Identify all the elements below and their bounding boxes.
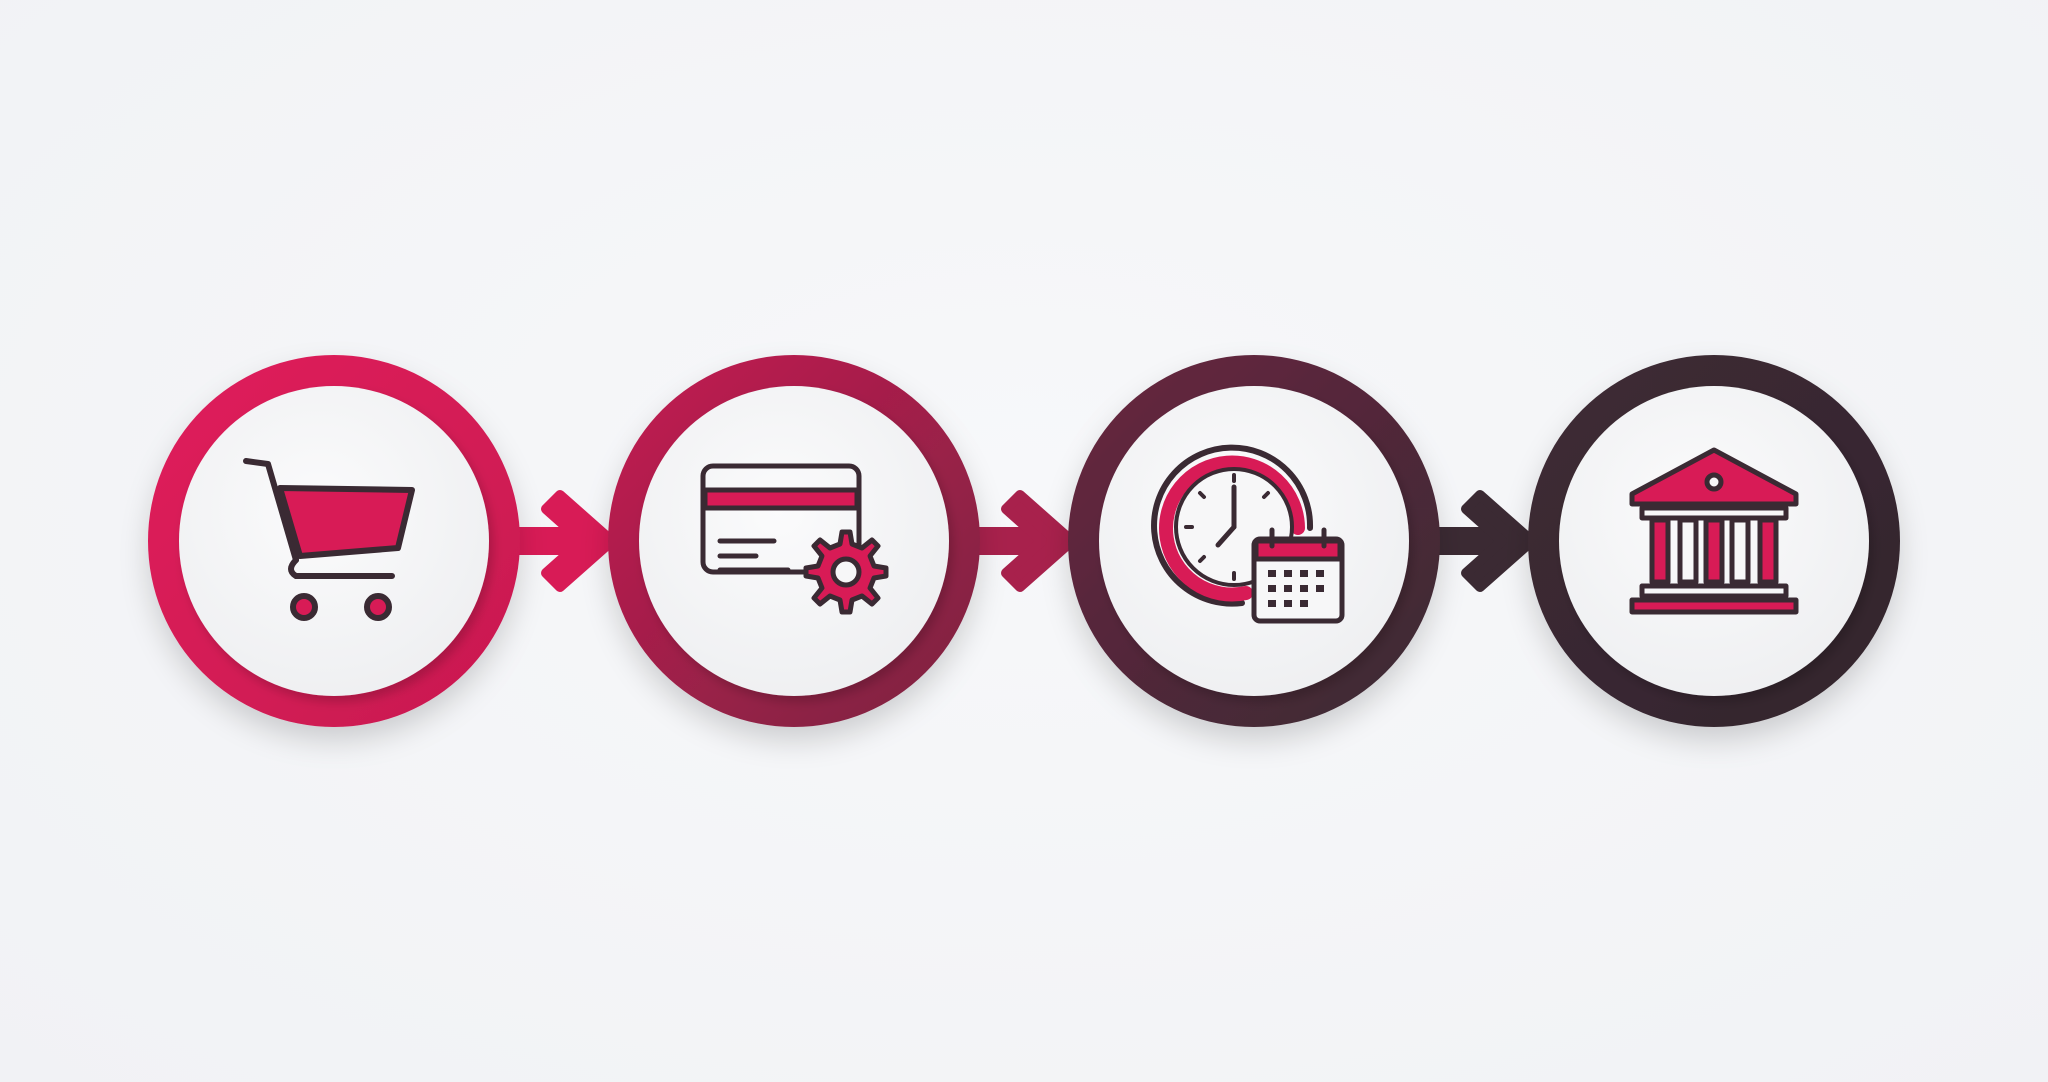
clock-calendar-icon <box>1151 444 1345 624</box>
shopping-cart-icon <box>243 458 415 621</box>
connector-arrow-3 <box>1425 490 1537 592</box>
step-4-node <box>1528 355 1900 727</box>
step-3-node <box>1068 355 1440 727</box>
connector-arrow-2 <box>965 490 1077 592</box>
arrow-right-icon <box>965 490 1077 592</box>
step-1-node <box>148 355 520 727</box>
calendar-icon <box>1251 527 1345 624</box>
credit-card-settings-icon <box>700 463 889 615</box>
connector-arrow-1 <box>505 490 617 592</box>
arrow-right-icon <box>505 490 617 592</box>
arrow-right-icon <box>1425 490 1537 592</box>
gear-icon <box>803 529 889 615</box>
bank-building-icon <box>1629 447 1799 615</box>
step-2-node <box>608 355 980 727</box>
